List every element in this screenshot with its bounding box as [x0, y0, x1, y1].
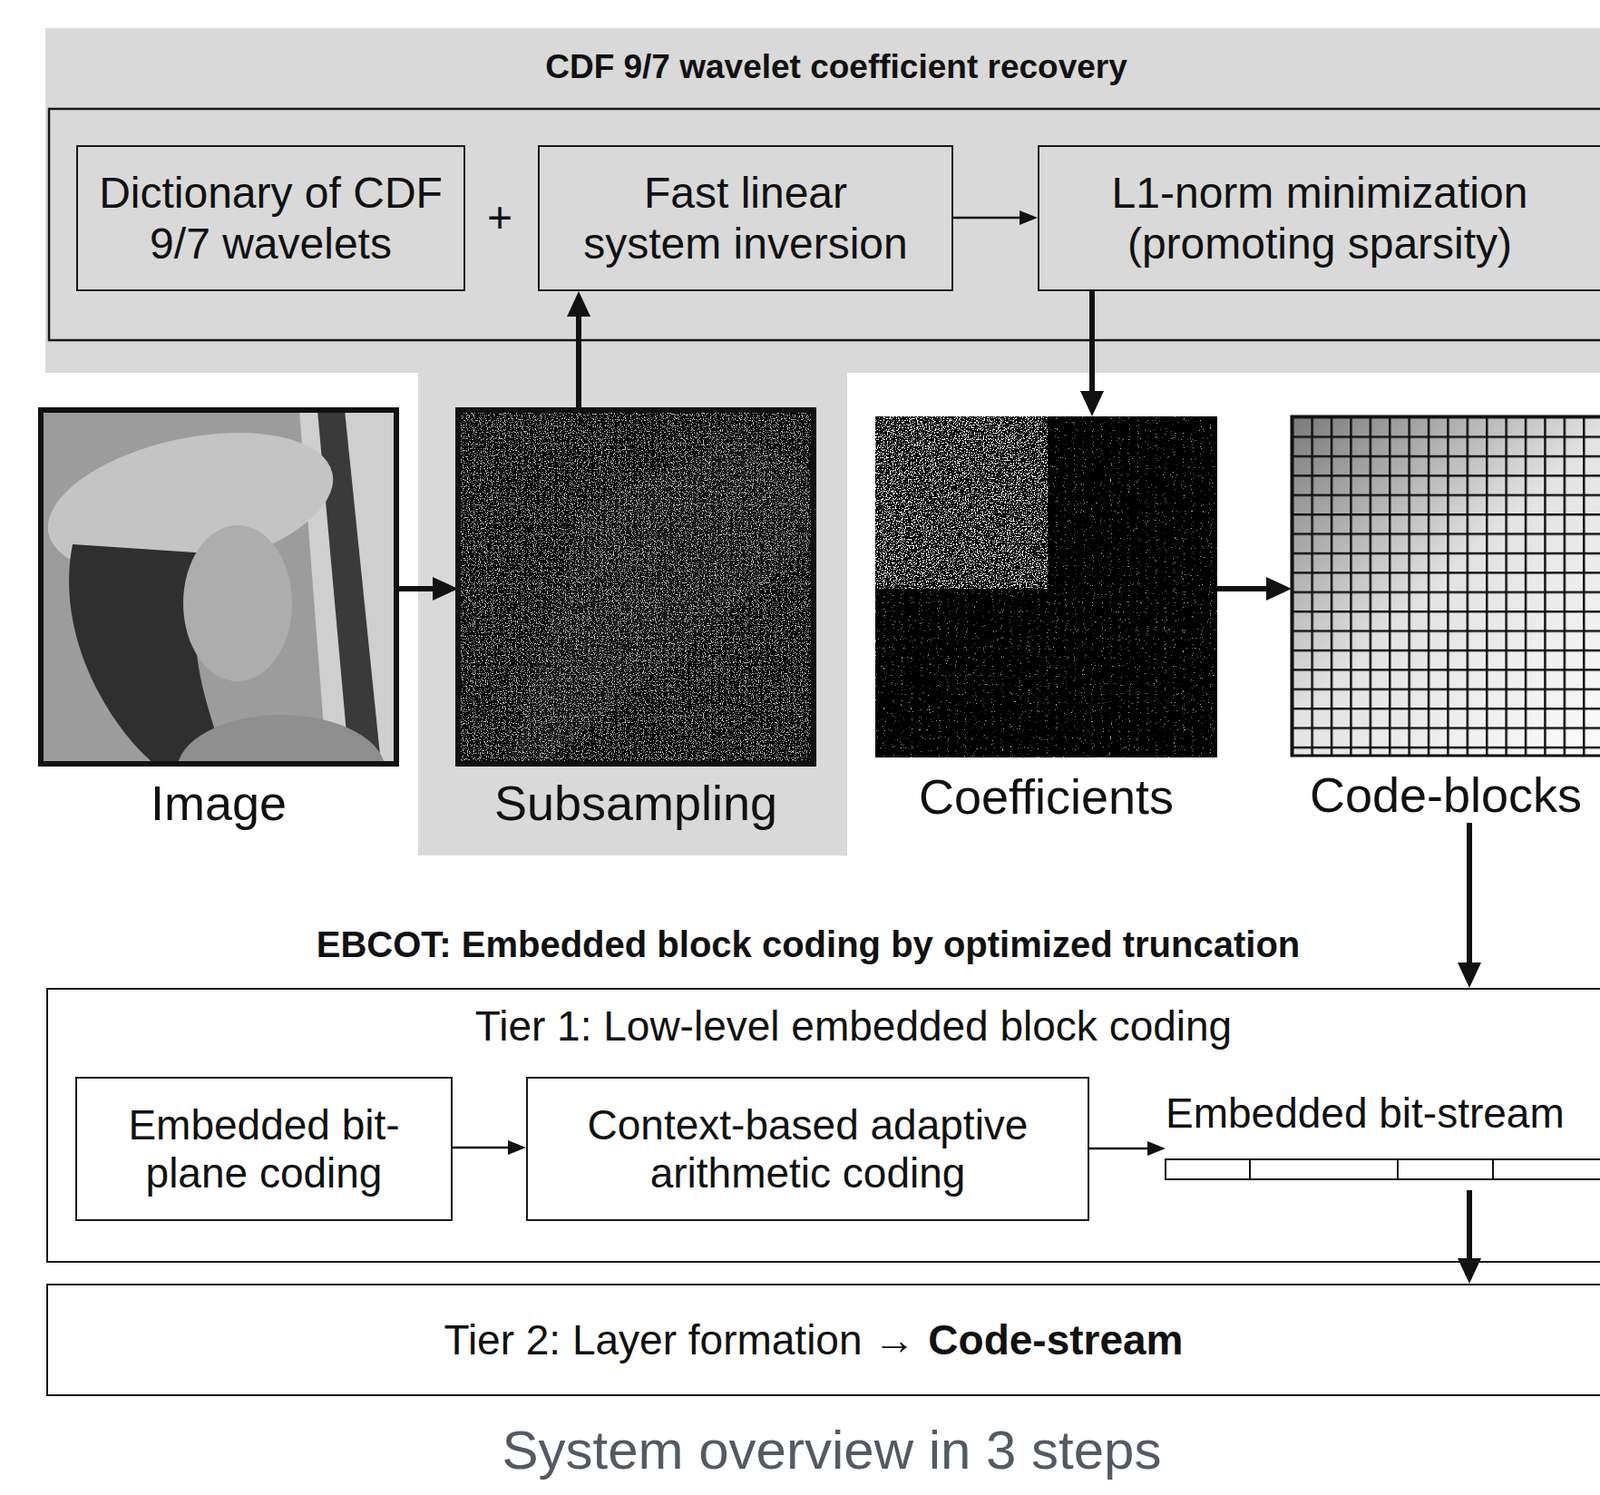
box-text: Dictionary of CDF 9/7 wavelets — [85, 167, 458, 268]
image-panel: Subsampling — [458, 409, 814, 831]
bitstream-divider — [1396, 1159, 1399, 1180]
photo-face — [183, 525, 293, 682]
bitstream-divider — [1248, 1159, 1251, 1180]
flow-arrow — [575, 316, 582, 410]
image-panel: Image — [40, 409, 397, 831]
box-text: Fast linear system inversion — [576, 167, 915, 268]
flow-arrow — [396, 585, 433, 592]
box-text: L1-norm minimization (promoting sparsity… — [1083, 167, 1556, 268]
section-band: CDF 9/7 wavelet coefficient recoveryDict… — [45, 28, 1600, 373]
process-box: Dictionary of CDF 9/7 wavelets — [76, 145, 466, 292]
process-box: Context-based adaptive arithmetic coding — [526, 1076, 1090, 1221]
subsample-ground — [458, 409, 814, 764]
panel-caption: Image — [40, 774, 397, 831]
process-box: Fast linear system inversion — [537, 145, 954, 292]
subsample-dots — [458, 409, 814, 764]
inner-outline — [48, 108, 1600, 341]
panel-caption: Code-blocks — [1291, 766, 1600, 823]
flow-arrow — [452, 1146, 508, 1150]
flow-arrow — [953, 216, 1020, 220]
flow-arrow — [1217, 585, 1267, 592]
section-title: CDF 9/7 wavelet coefficient recovery — [45, 48, 1600, 88]
photo-shoulder — [176, 714, 386, 764]
coefficients-ground — [875, 416, 1218, 758]
tier-box: Tier 2: Layer formation →Code-stream — [46, 1283, 1600, 1396]
panel-caption: Coefficients — [875, 768, 1218, 825]
flow-arrow — [1466, 822, 1473, 963]
box-text: Embedded bit-plane coding — [100, 1101, 428, 1198]
caption: System overview in 3 steps — [502, 1418, 1162, 1482]
image-panel: Coefficients — [875, 416, 1218, 825]
subsample-border — [458, 409, 814, 764]
tier-text: Code-stream — [927, 1316, 1183, 1365]
grey-band — [45, 28, 1600, 373]
section-heading: EBCOT: Embedded block coding by optimize… — [316, 923, 1301, 966]
coefficients-dots — [875, 416, 1218, 758]
bitstream-label: Embedded bit-stream — [1165, 1090, 1600, 1137]
tier-text: Tier 2: Layer formation → — [443, 1316, 916, 1365]
process-box: Embedded bit-plane coding — [75, 1076, 453, 1221]
photo-border — [40, 409, 397, 764]
flow-arrow — [1466, 1190, 1473, 1259]
flow-arrow — [1089, 291, 1095, 391]
code-block-shading — [1291, 416, 1600, 756]
bitstream-divider — [1492, 1159, 1494, 1180]
tier-title: Tier 1: Low-level embedded block coding — [48, 1002, 1600, 1051]
tier-box: Tier 1: Low-level embedded block codingE… — [46, 987, 1600, 1263]
bitstream-bar — [1165, 1159, 1600, 1180]
process-box: L1-norm minimization (promoting sparsity… — [1037, 145, 1600, 292]
flow-arrow — [1089, 1147, 1148, 1151]
panel-caption: Subsampling — [458, 774, 814, 831]
coefficients-subbands — [875, 416, 1048, 589]
code-block-border — [1291, 416, 1600, 756]
code-block-grid — [1291, 416, 1600, 756]
photo — [40, 409, 397, 764]
grey-band-extension — [418, 367, 848, 856]
image-panel: Code-blocks — [1291, 416, 1600, 823]
box-text: Context-based adaptive arithmetic coding — [554, 1101, 1063, 1198]
operator-symbol: + — [487, 192, 513, 243]
bitstream-node: Embedded bit-stream — [1165, 1090, 1600, 1191]
